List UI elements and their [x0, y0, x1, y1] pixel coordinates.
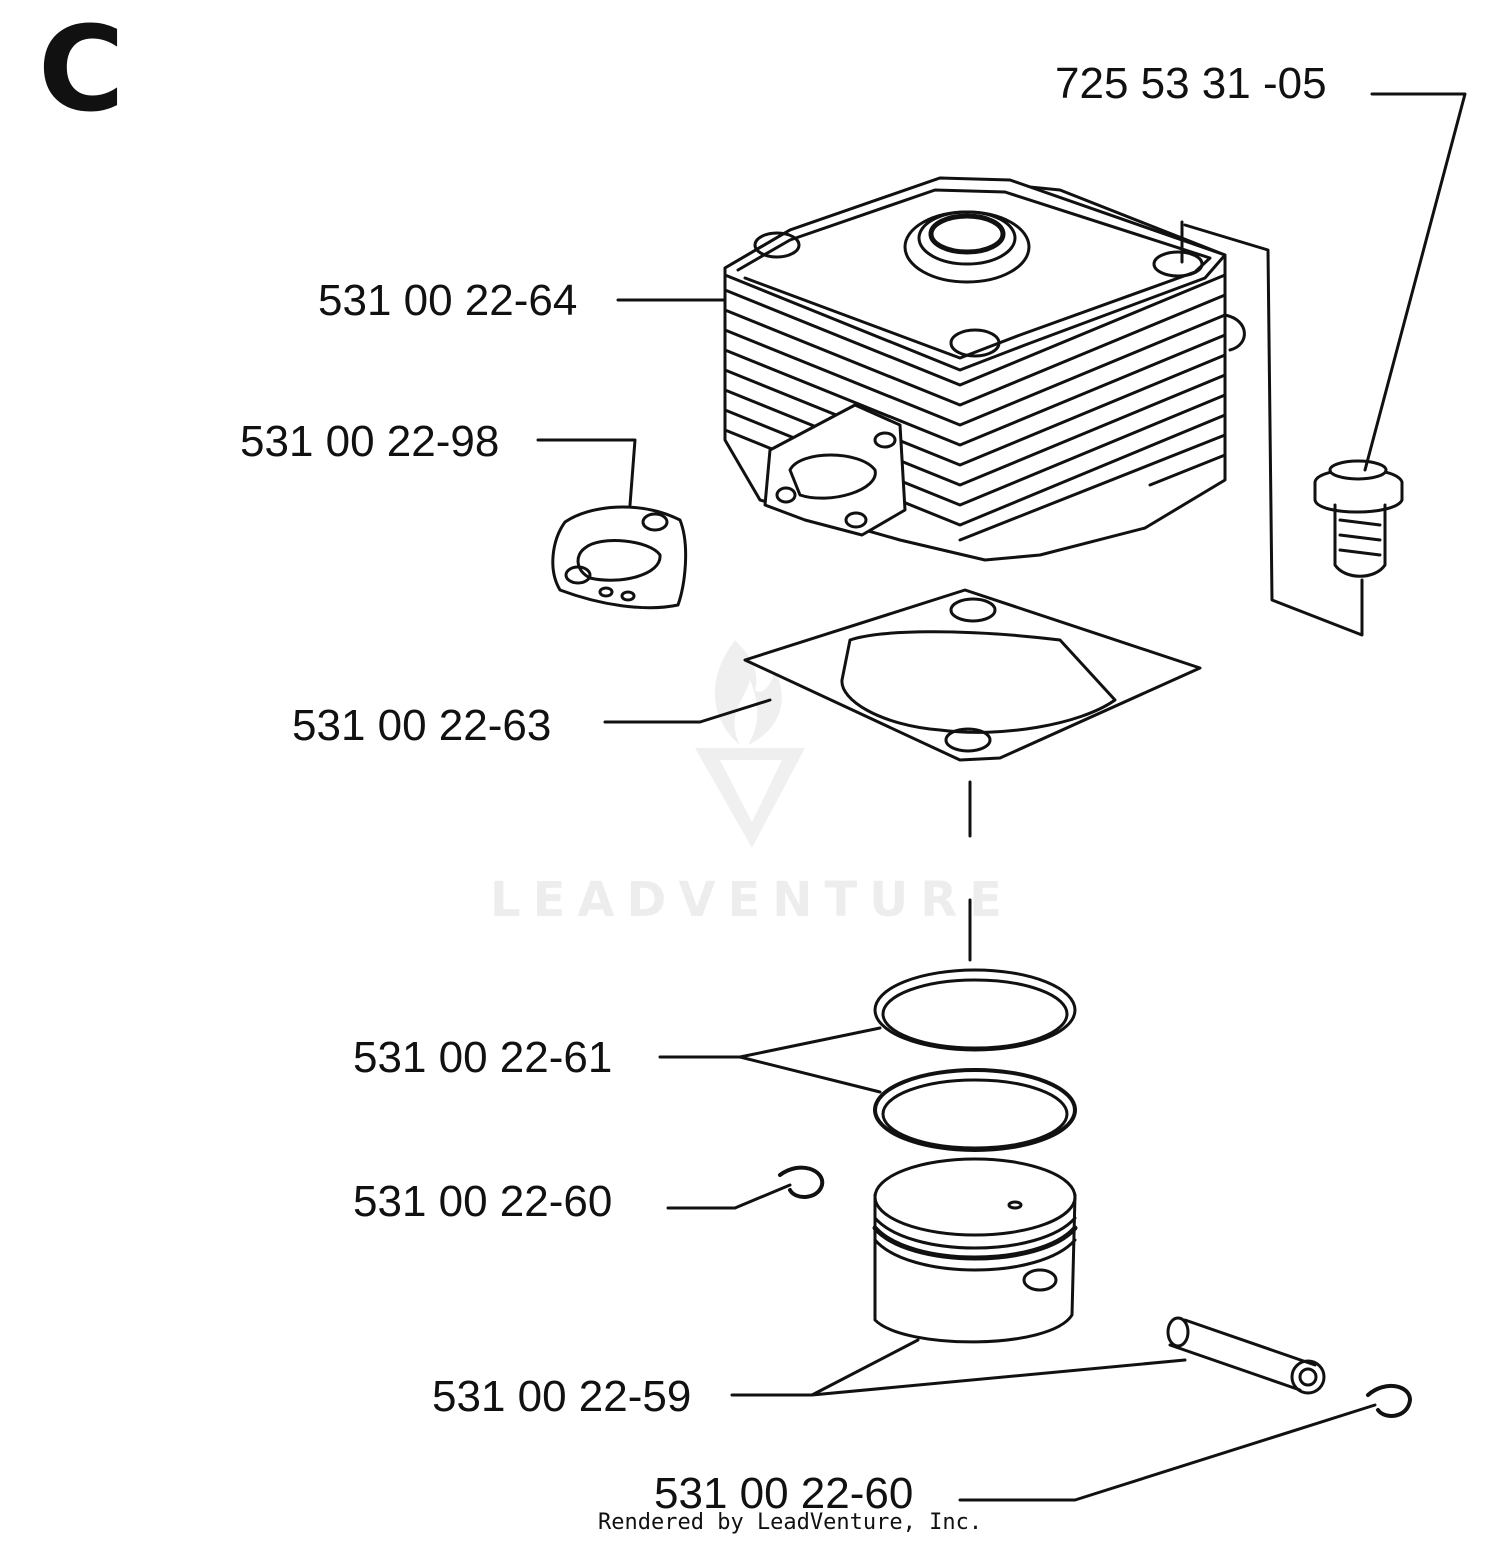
part-label-cylinder-base-gasket[interactable]: 531 00 22-63: [292, 701, 552, 750]
leader-lines: [536, 92, 1467, 1502]
leader-base-gasket: [603, 698, 772, 724]
leader-intake-gasket: [536, 438, 637, 507]
circlip-left-drawing: [778, 1165, 825, 1199]
leader-bolt-bracket: [1183, 223, 1364, 637]
leader-piston-rings: [658, 1026, 882, 1094]
circlip-right-drawing: [1366, 1384, 1412, 1418]
part-label-piston-ring[interactable]: 531 00 22-61: [353, 1033, 613, 1082]
watermark-logo: [695, 640, 805, 848]
piston-pin-drawing: [1166, 1316, 1326, 1395]
part-label-cylinder[interactable]: 531 00 22-64: [318, 276, 578, 325]
bolt-drawing: [1313, 459, 1404, 578]
cylinder-drawing: [723, 176, 1246, 562]
part-label-circlip-left[interactable]: 531 00 22-60: [353, 1177, 613, 1226]
cylinder-base-gasket-drawing: [743, 588, 1202, 762]
section-letter: C: [38, 0, 125, 138]
part-label-piston-and-pin[interactable]: 531 00 22-59: [432, 1372, 692, 1421]
intake-gasket-drawing: [551, 505, 688, 610]
leader-circlip-left: [666, 1183, 792, 1210]
part-label-intake-gasket[interactable]: 531 00 22-98: [240, 417, 500, 466]
leader-piston-and-pin: [730, 1338, 1187, 1397]
leader-bolt: [1363, 92, 1467, 472]
part-label-circlip-right[interactable]: 531 00 22-60: [654, 1469, 914, 1518]
footer-credit: Rendered by LeadVenture, Inc.: [598, 1510, 983, 1535]
piston-rings-drawing: [873, 968, 1077, 1152]
piston-drawing: [872, 1157, 1078, 1344]
leader-circlip-right: [958, 1403, 1377, 1502]
part-label-bolt[interactable]: 725 53 31 -05: [1055, 59, 1327, 108]
watermark-brand: LEADVENTURE: [490, 872, 1014, 928]
